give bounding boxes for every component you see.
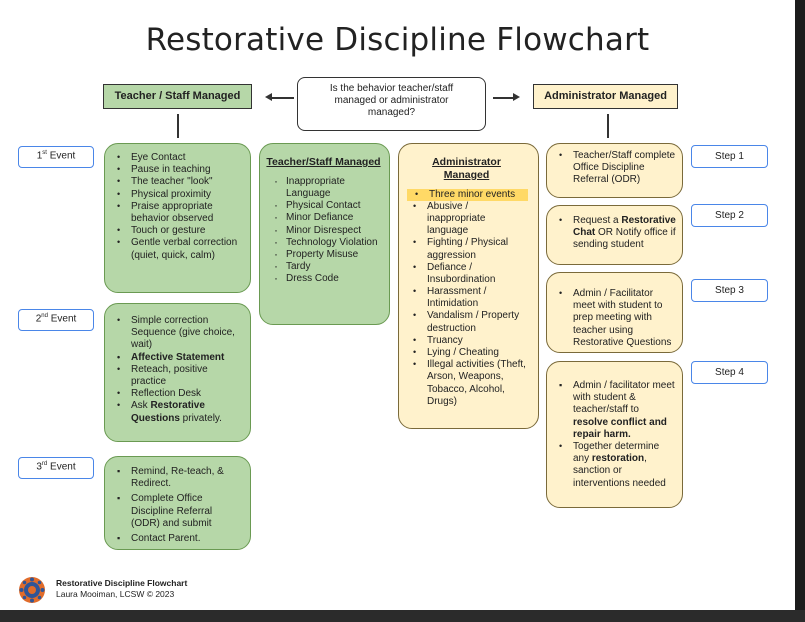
list-item: Illegal activities (Theft, Arson, Weapon… (405, 359, 528, 408)
list-item: Pause in teaching (109, 164, 242, 176)
list-item: Dress Code (264, 271, 383, 286)
list-item: Request a Restorative Chat OR Notify off… (551, 215, 676, 252)
event-3-strategies: Remind, Re-teach, & Redirect. Complete O… (104, 456, 251, 550)
list-item: Minor Defiance (264, 210, 383, 225)
list-item: Affective Statement (109, 352, 242, 364)
list-item: Physical proximity (109, 189, 242, 201)
list-item: Lying / Cheating (405, 347, 528, 359)
list-item: Reteach, positive practice (109, 364, 242, 388)
list-item: Simple correction Sequence (give choice,… (109, 315, 242, 352)
list-item: Defiance / Insubordination (405, 262, 528, 286)
list-item: Inappropriate Language (264, 174, 383, 200)
arrow-down-teacher (177, 114, 179, 138)
slide: Restorative Discipline Flowchart Teacher… (0, 0, 795, 610)
admin-list-heading: Administrator Managed (432, 156, 501, 181)
admin-managed-behaviors: Administrator Managed Three minor events… (398, 143, 539, 429)
footer-author: Laura Mooiman, LCSW © 2023 (56, 589, 175, 599)
list-item: Teacher/Staff complete Office Discipline… (551, 150, 676, 187)
event-2-label: 2nd Event (18, 309, 94, 331)
list-item: Eye Contact (109, 152, 242, 164)
step-2-box: Request a Restorative Chat OR Notify off… (546, 205, 683, 265)
list-item: Physical Contact (264, 198, 383, 213)
restorative-circle-logo-icon (19, 577, 45, 603)
teacher-managed-header: Teacher / Staff Managed (103, 84, 252, 109)
list-item: Together determine any restoration, sanc… (551, 441, 676, 490)
step-4-label: Step 4 (691, 361, 768, 384)
list-item: Truancy (405, 335, 528, 347)
list-item: Technology Violation (264, 235, 383, 250)
list-item: Admin / facilitator meet with student & … (551, 380, 676, 441)
teacher-managed-behaviors: Teacher/Staff Managed Inappropriate Lang… (259, 143, 390, 325)
list-item: Three minor events (407, 188, 528, 201)
list-item: Remind, Re-teach, & Redirect. (109, 466, 242, 490)
list-item: Fighting / Physical aggression (405, 237, 528, 261)
list-item: Property Misuse (264, 247, 383, 262)
list-item: Reflection Desk (109, 388, 242, 400)
list-item: Complete Office Discipline Referral (ODR… (109, 493, 242, 530)
page-title: Restorative Discipline Flowchart (145, 22, 650, 58)
arrow-head-left-icon (265, 93, 272, 101)
step-1-label: Step 1 (691, 145, 768, 168)
event-1-strategies: Eye Contact Pause in teaching The teache… (104, 143, 251, 293)
teacher-list-heading: Teacher/Staff Managed (266, 156, 381, 168)
step-4-box: Admin / facilitator meet with student & … (546, 361, 683, 508)
arrow-to-admin (493, 97, 515, 99)
decision-question: Is the behavior teacher/staff managed or… (297, 77, 486, 131)
window-bottom-strip (0, 610, 805, 622)
list-item: Abusive / inappropriate language (405, 201, 528, 238)
list-item: Harassment / Intimidation (405, 286, 528, 310)
list-item: Minor Disrespect (264, 223, 383, 238)
list-item: The teacher "look" (109, 176, 242, 188)
list-item: Touch or gesture (109, 225, 242, 237)
list-item: Praise appropriate behavior observed (109, 201, 242, 225)
list-item: Gentle verbal correction (quiet, quick, … (109, 237, 242, 261)
list-item: Tardy (264, 259, 383, 274)
step-2-label: Step 2 (691, 204, 768, 227)
list-item: Ask Restorative Questions privately. (109, 400, 242, 424)
step-1-box: Teacher/Staff complete Office Discipline… (546, 143, 683, 198)
step-3-label: Step 3 (691, 279, 768, 302)
event-1-label: 1st Event (18, 146, 94, 168)
list-item: Contact Parent. (109, 533, 242, 545)
list-item: Admin / Facilitator meet with student to… (551, 288, 676, 349)
arrow-head-right-icon (513, 93, 520, 101)
footer-title: Restorative Discipline Flowchart (56, 578, 188, 588)
event-2-strategies: Simple correction Sequence (give choice,… (104, 303, 251, 442)
arrow-down-admin (607, 114, 609, 138)
event-3-label: 3rd Event (18, 457, 94, 479)
list-item: Vandalism / Property destruction (405, 310, 528, 334)
arrow-to-teacher (270, 97, 294, 99)
step-3-box: Admin / Facilitator meet with student to… (546, 272, 683, 353)
admin-managed-header: Administrator Managed (533, 84, 678, 109)
